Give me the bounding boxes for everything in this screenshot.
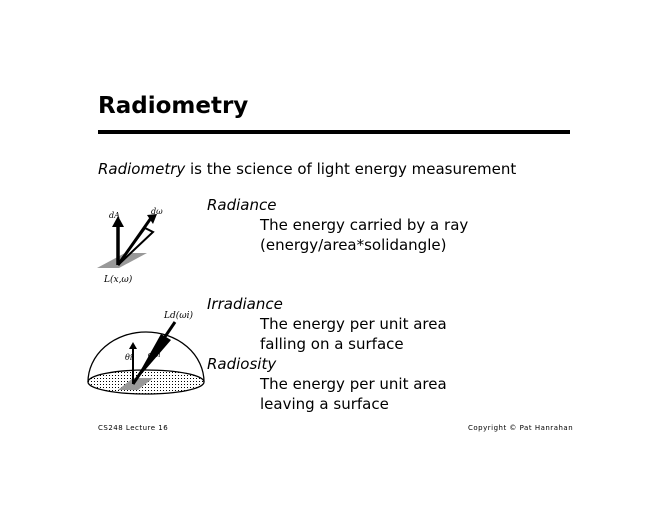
term-radiance: Radiance <box>207 196 277 214</box>
ray-arrowhead <box>147 214 157 224</box>
intro-rest: is the science of light energy measureme… <box>185 160 517 178</box>
term-irradiance: Irradiance <box>207 295 283 313</box>
hemisphere <box>87 331 205 383</box>
label-L: L(x,ω) <box>103 274 133 285</box>
radiance-desc-2: (energy/area*solidangle) <box>260 236 447 254</box>
irradiance-desc-1: The energy per unit area <box>260 315 447 333</box>
label-theta: θi <box>125 353 133 362</box>
incident-ray <box>131 321 177 385</box>
intro-term: Radiometry <box>98 160 186 178</box>
label-Ld: Ld(ωi) <box>163 310 193 321</box>
term-radiosity: Radiosity <box>207 355 277 373</box>
label-domega: dω <box>151 207 163 216</box>
radiosity-desc-1: The energy per unit area <box>260 375 447 393</box>
title-divider <box>98 130 570 134</box>
normal-arrowhead <box>112 216 124 227</box>
footer-copyright: Copyright © Pat Hanrahan <box>468 424 574 432</box>
footer-course: CS248 Lecture 16 <box>98 424 169 432</box>
surface-patch <box>118 378 153 390</box>
radiosity-desc-2: leaving a surface <box>260 395 389 413</box>
irradiance-diagram: Ld(ωi) θi dωi <box>87 310 205 395</box>
irradiance-desc-2: falling on a surface <box>260 335 404 353</box>
ray-arrow <box>116 217 153 266</box>
normal-arrowhead <box>129 342 137 349</box>
radiance-desc-1: The energy carried by a ray <box>260 216 469 234</box>
label-domega-i: dωi <box>148 351 160 359</box>
radiance-diagram: dA dω L(x,ω) <box>97 207 163 285</box>
label-dA: dA <box>109 211 120 220</box>
intro-sentence: Radiometry is the science of light energ… <box>98 160 516 178</box>
slide-title: Radiometry <box>98 93 249 119</box>
